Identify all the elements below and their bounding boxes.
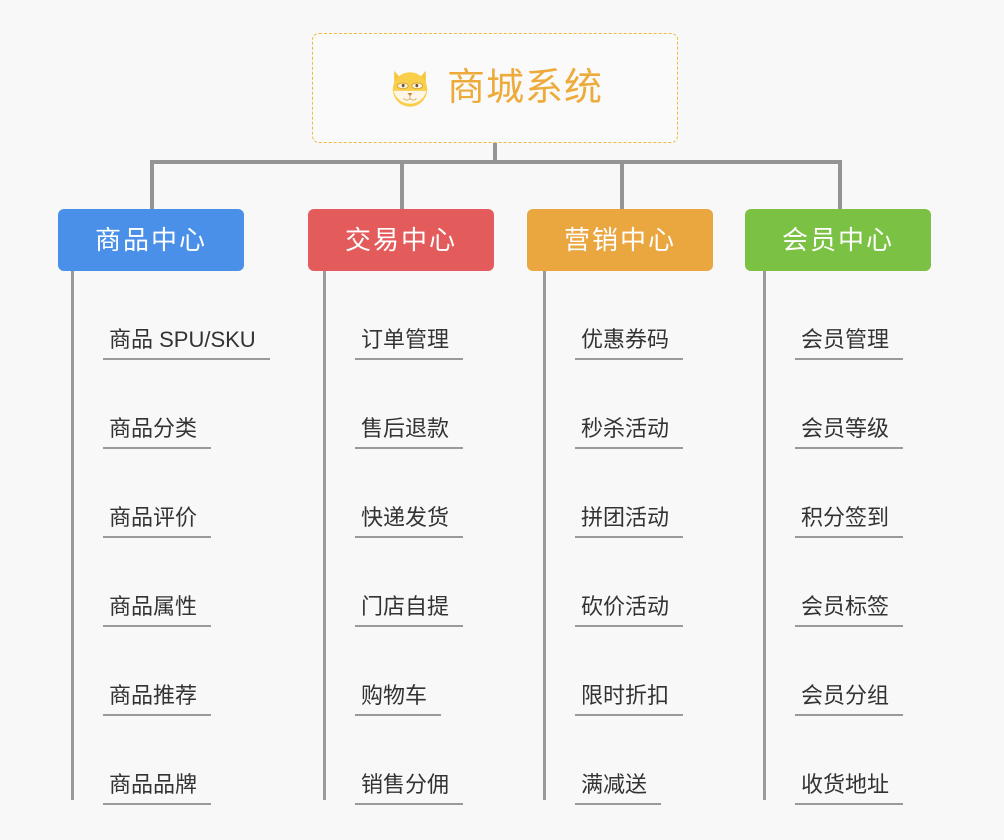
category-header-4[interactable]: 会员中心 bbox=[745, 209, 931, 271]
leaf-item-1-1[interactable]: 商品 SPU/SKU bbox=[71, 271, 270, 360]
leaf-label: 限时折扣 bbox=[581, 682, 670, 708]
leaf-label: 收货地址 bbox=[801, 771, 890, 797]
leaf-item-3-4[interactable]: 砍价活动 bbox=[543, 538, 684, 627]
leaf-label: 商品分类 bbox=[109, 415, 198, 441]
leaf-label: 商品推荐 bbox=[109, 682, 198, 708]
leaf-label: 商品品牌 bbox=[109, 771, 198, 797]
leaf-item-4-4[interactable]: 会员标签 bbox=[763, 538, 904, 627]
leaf-item-3-2[interactable]: 秒杀活动 bbox=[543, 360, 684, 449]
connector-drop-2 bbox=[400, 160, 404, 210]
column-spine-3 bbox=[543, 271, 546, 800]
leaf-label: 拼团活动 bbox=[581, 504, 670, 530]
leaf-label: 商品属性 bbox=[109, 593, 198, 619]
leaf-item-3-3[interactable]: 拼团活动 bbox=[543, 449, 684, 538]
leaf-label: 优惠券码 bbox=[581, 326, 670, 352]
leaf-item-4-1[interactable]: 会员管理 bbox=[763, 271, 904, 360]
leaf-item-1-6[interactable]: 商品品牌 bbox=[71, 716, 212, 805]
leaf-label: 会员等级 bbox=[801, 415, 890, 441]
column-spine-1 bbox=[71, 271, 74, 800]
leaf-label: 销售分佣 bbox=[361, 771, 450, 797]
category-label-1: 商品中心 bbox=[94, 225, 207, 255]
category-header-3[interactable]: 营销中心 bbox=[527, 209, 713, 271]
leaf-label: 购物车 bbox=[361, 682, 428, 708]
category-header-1[interactable]: 商品中心 bbox=[58, 209, 244, 271]
root-title: 商城系统 bbox=[446, 67, 603, 109]
leaf-label: 满减送 bbox=[581, 771, 648, 797]
leaf-label: 会员管理 bbox=[801, 326, 890, 352]
category-label-4: 会员中心 bbox=[781, 225, 894, 255]
category-label-3: 营销中心 bbox=[563, 225, 676, 255]
leaf-item-2-2[interactable]: 售后退款 bbox=[323, 360, 464, 449]
leaf-label: 会员分组 bbox=[801, 682, 890, 708]
leaf-label: 门店自提 bbox=[361, 593, 450, 619]
leaf-label: 商品 SPU/SKU bbox=[109, 326, 256, 352]
leaf-item-4-6[interactable]: 收货地址 bbox=[763, 716, 904, 805]
category-header-2[interactable]: 交易中心 bbox=[308, 209, 494, 271]
leaf-label: 售后退款 bbox=[361, 415, 450, 441]
leaf-item-1-5[interactable]: 商品推荐 bbox=[71, 627, 212, 716]
leaf-label: 积分签到 bbox=[801, 504, 890, 530]
leaf-item-1-4[interactable]: 商品属性 bbox=[71, 538, 212, 627]
connector-drop-1 bbox=[150, 160, 154, 210]
root-node-shopping-mall-system[interactable]: 商城系统 bbox=[312, 33, 678, 143]
leaf-item-2-4[interactable]: 门店自提 bbox=[323, 538, 464, 627]
leaf-item-4-2[interactable]: 会员等级 bbox=[763, 360, 904, 449]
leaf-item-2-5[interactable]: 购物车 bbox=[323, 627, 442, 716]
leaf-item-3-6[interactable]: 满减送 bbox=[543, 716, 662, 805]
leaf-label: 快递发货 bbox=[361, 504, 450, 530]
connector-drop-4 bbox=[838, 160, 842, 210]
leaf-label: 会员标签 bbox=[801, 593, 890, 619]
leaf-item-1-2[interactable]: 商品分类 bbox=[71, 360, 212, 449]
column-spine-4 bbox=[763, 271, 766, 800]
leaf-item-2-3[interactable]: 快递发货 bbox=[323, 449, 464, 538]
leaf-item-3-1[interactable]: 优惠券码 bbox=[543, 271, 684, 360]
leaf-label: 订单管理 bbox=[361, 326, 450, 352]
leaf-item-2-6[interactable]: 销售分佣 bbox=[323, 716, 464, 805]
column-spine-2 bbox=[323, 271, 326, 800]
connector-horizontal-bus bbox=[150, 160, 840, 164]
category-label-2: 交易中心 bbox=[344, 225, 457, 255]
leaf-item-4-3[interactable]: 积分签到 bbox=[763, 449, 904, 538]
connector-root-stem bbox=[493, 143, 497, 163]
dog-face-icon bbox=[392, 70, 428, 110]
leaf-label: 秒杀活动 bbox=[581, 415, 670, 441]
leaf-label: 砍价活动 bbox=[581, 593, 670, 619]
leaf-item-3-5[interactable]: 限时折扣 bbox=[543, 627, 684, 716]
leaf-item-2-1[interactable]: 订单管理 bbox=[323, 271, 464, 360]
connector-drop-3 bbox=[620, 160, 624, 210]
leaf-item-4-5[interactable]: 会员分组 bbox=[763, 627, 904, 716]
leaf-item-1-3[interactable]: 商品评价 bbox=[71, 449, 212, 538]
leaf-label: 商品评价 bbox=[109, 504, 198, 530]
